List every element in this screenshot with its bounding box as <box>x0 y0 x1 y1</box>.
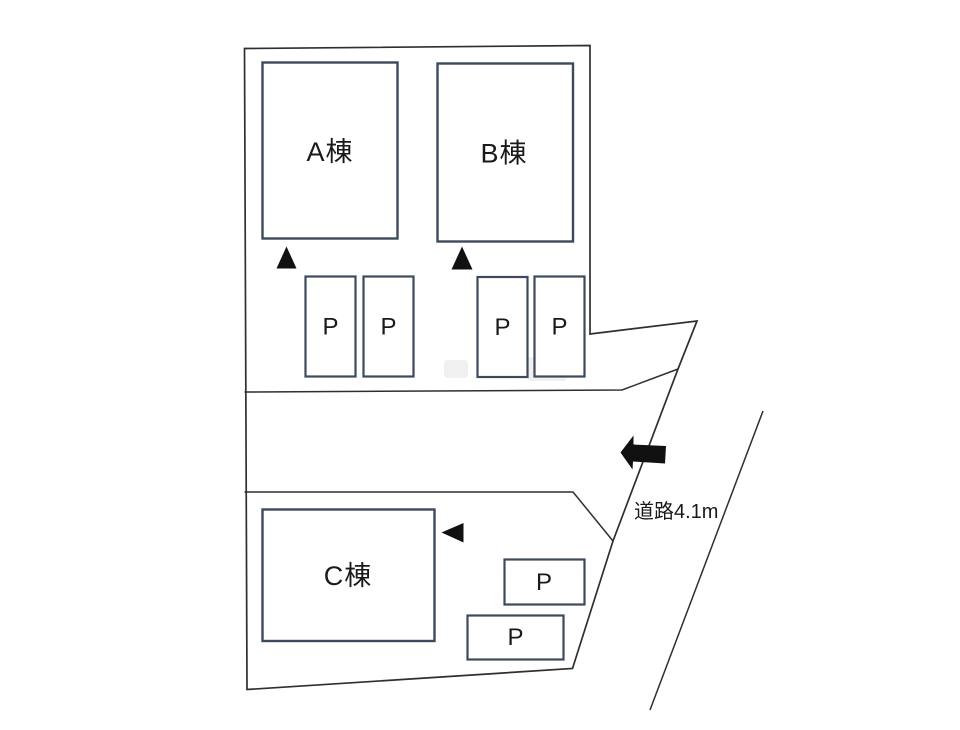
driveway-lower-edge <box>244 491 614 542</box>
parking-label-a1: P <box>322 314 338 341</box>
parking-stall-a2 <box>362 275 415 378</box>
road-edge-line <box>649 410 764 711</box>
building-b-rect <box>436 62 575 243</box>
parking-stall-c2 <box>466 614 565 661</box>
parking-stall-a1 <box>304 275 357 378</box>
building-c-label: C棟 <box>324 561 373 591</box>
road-label: 道路4.1m <box>634 500 718 523</box>
parking-label-b2: P <box>551 314 567 341</box>
building-a-rect <box>261 61 399 240</box>
watermark-artifact <box>444 360 468 378</box>
parking-label-c2: P <box>507 624 523 651</box>
entrance-triangle-a-icon <box>276 246 297 269</box>
building-c-rect <box>261 508 436 643</box>
parking-stall-b2 <box>533 275 586 378</box>
parking-label-a2: P <box>380 314 396 341</box>
building-b-label: B棟 <box>480 139 527 169</box>
driveway-upper-edge <box>244 368 679 393</box>
parking-stall-c1 <box>503 558 586 606</box>
parking-label-b1: P <box>494 314 510 341</box>
building-a-label: A棟 <box>306 137 353 167</box>
parking-stall-b1 <box>476 275 529 379</box>
entrance-triangle-c-icon <box>441 523 464 543</box>
road-direction-arrow-icon <box>620 435 666 470</box>
entrance-triangle-b-icon <box>451 246 473 270</box>
parking-label-c1: P <box>536 569 552 596</box>
